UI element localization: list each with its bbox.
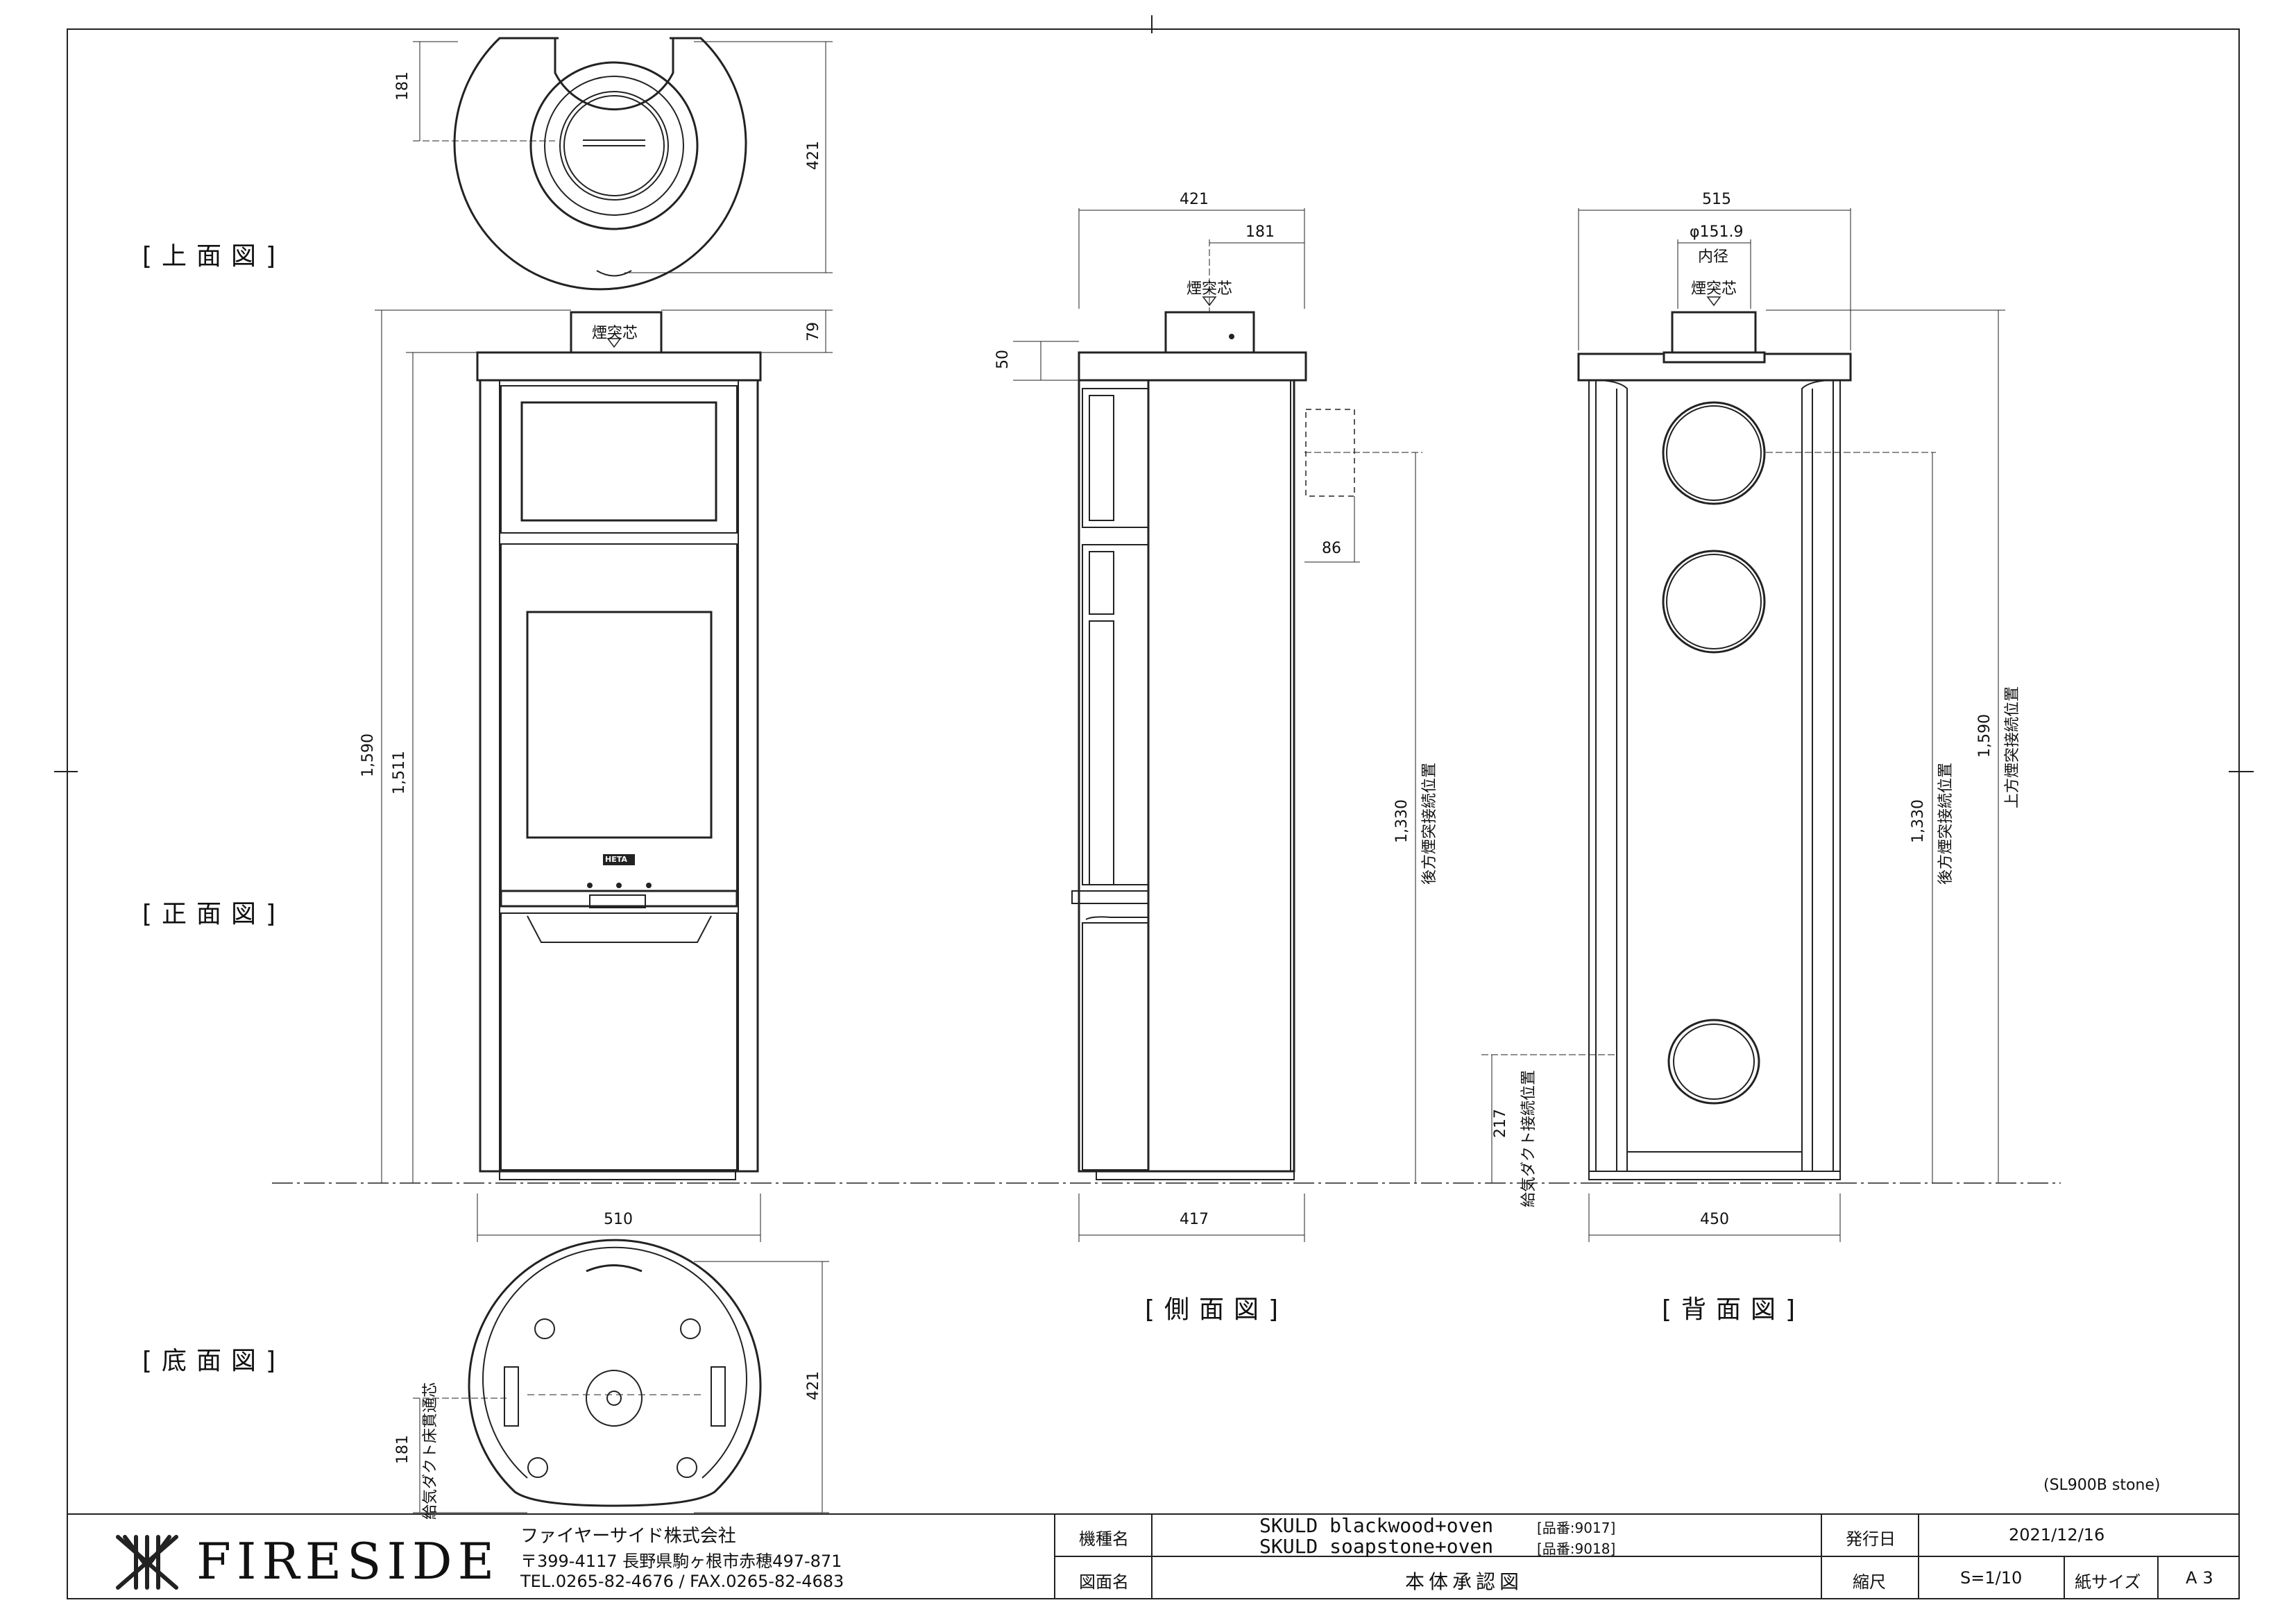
model-line1-code: [品番:9017] <box>1537 1520 1616 1536</box>
issue-date: 2021/12/16 <box>2009 1525 2105 1545</box>
scale-value: S=1/10 <box>1960 1568 2023 1588</box>
view-title-back: [背面図] <box>1662 1295 1805 1324</box>
dim-front-79: 79 <box>805 322 822 341</box>
dim-back-515: 515 <box>1702 191 1731 208</box>
paper-label: 紙サイズ <box>2075 1572 2141 1592</box>
dim-side-50: 50 <box>994 350 1012 369</box>
dim-back-phi: φ151.9 <box>1690 223 1744 241</box>
model-line2-code: [品番:9018] <box>1537 1540 1616 1557</box>
dim-side-181: 181 <box>1245 223 1275 241</box>
drawing-label: 図面名 <box>1079 1572 1129 1592</box>
bottom-view <box>413 1239 829 1513</box>
air-duct-position-label: 給気ダクト接続位置 <box>1520 1069 1538 1207</box>
dim-bottom-421: 421 <box>805 1371 822 1400</box>
company-address: 〒399-4117 長野県駒ヶ根市赤穂497-871 <box>520 1552 842 1571</box>
view-title-front: [正面図] <box>142 900 286 928</box>
model-label: 機種名 <box>1079 1529 1129 1549</box>
dim-top-181: 181 <box>394 71 411 101</box>
dim-side-217: 217 <box>1492 1109 1509 1138</box>
dim-front-1590: 1,590 <box>359 733 377 777</box>
fireside-logo-text: FIRESIDE <box>196 1532 500 1590</box>
dim-back-1590: 1,590 <box>1976 714 1993 758</box>
dim-side-417: 417 <box>1180 1211 1209 1228</box>
back-view <box>1577 208 2005 1242</box>
view-title-side: [側面図] <box>1145 1295 1289 1324</box>
view-title-bottom: [底面図] <box>142 1347 286 1375</box>
issue-label: 発行日 <box>1846 1529 1896 1549</box>
rear-flue-position-label-side: 後方煙突接続位置 <box>1421 762 1438 885</box>
dim-front-1511: 1,511 <box>391 751 408 794</box>
dim-side-1330: 1,330 <box>1393 799 1411 843</box>
top-flue-position-label: 上方煙突接続位置 <box>2004 686 2021 808</box>
side-view <box>1013 208 1617 1242</box>
dim-side-421: 421 <box>1180 191 1209 208</box>
heta-badge: HETA <box>605 855 627 864</box>
flue-center-label-front: 煙突芯 <box>592 325 638 342</box>
front-view <box>375 309 833 1242</box>
dim-front-510: 510 <box>604 1211 633 1228</box>
paper-value: A3 <box>2186 1568 2219 1588</box>
dim-top-421: 421 <box>805 141 822 170</box>
top-view <box>413 37 833 291</box>
inner-diameter-label: 内径 <box>1698 248 1729 266</box>
dim-back-1330: 1,330 <box>1910 799 1927 843</box>
view-title-top: [上面図] <box>142 242 286 271</box>
title-block <box>67 1513 2239 1599</box>
drawing-name: 本体承認図 <box>1405 1570 1524 1593</box>
dim-bottom-181: 181 <box>394 1435 411 1464</box>
company-contact: TEL.0265-82-4676 / FAX.0265-82-4683 <box>520 1572 844 1591</box>
fireside-logo-mark <box>116 1535 178 1590</box>
model-note: (SL900B stone) <box>2043 1477 2161 1494</box>
flue-center-label-side: 煙突芯 <box>1187 280 1233 298</box>
sheet-border <box>67 28 2240 1599</box>
model-line2: SKULD soapstone+oven <box>1259 1535 1494 1558</box>
flue-center-label-back: 煙突芯 <box>1691 280 1737 298</box>
company-name: ファイヤーサイド株式会社 <box>520 1526 736 1547</box>
dim-side-86: 86 <box>1322 540 1341 557</box>
dim-back-450: 450 <box>1700 1211 1729 1228</box>
scale-label: 縮尺 <box>1853 1572 1886 1592</box>
model-line1: SKULD blackwood+oven <box>1259 1514 1494 1537</box>
air-duct-floor-label: 給気ダクト床貫通芯 <box>422 1382 439 1520</box>
rear-flue-position-label-back: 後方煙突接続位置 <box>1937 762 1955 885</box>
